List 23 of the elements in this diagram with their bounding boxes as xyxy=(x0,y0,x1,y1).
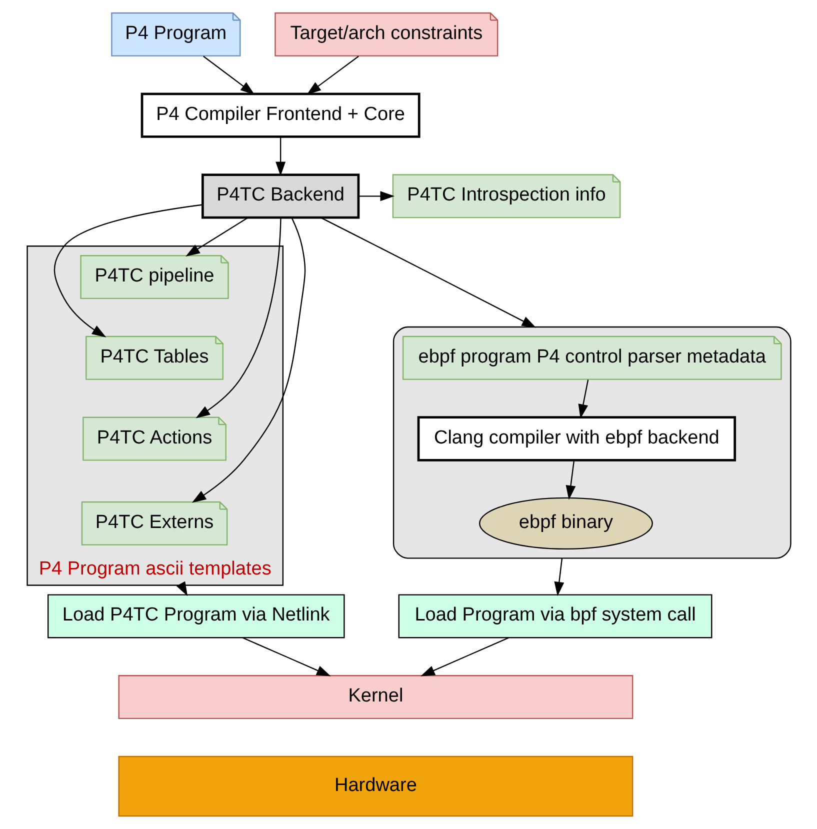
node-box: P4TC Backend xyxy=(200,174,360,219)
cluster xyxy=(392,326,791,559)
node-box: Load P4TC Program via Netlink xyxy=(46,594,344,638)
arrow xyxy=(195,218,281,418)
arrow xyxy=(242,637,330,676)
arrow xyxy=(306,56,358,95)
node-ellipse: ebpf binary xyxy=(478,497,652,550)
arrow xyxy=(578,380,588,419)
arrow xyxy=(554,558,564,596)
arrow xyxy=(275,137,286,176)
arrow xyxy=(420,637,508,676)
arrow xyxy=(185,217,248,256)
arrow xyxy=(320,217,536,328)
arrow xyxy=(202,56,254,95)
node-box: Clang compiler with ebpf backend xyxy=(416,416,736,462)
node-box: Load Program via bpf system call xyxy=(398,594,712,638)
node-box: Hardware xyxy=(118,756,633,817)
arrow xyxy=(191,217,306,503)
node-box: P4 Compiler Frontend + Core xyxy=(140,92,420,138)
node-box: Kernel xyxy=(118,675,633,720)
arrow xyxy=(565,460,576,500)
arrow xyxy=(53,204,202,338)
arrow xyxy=(358,191,394,202)
